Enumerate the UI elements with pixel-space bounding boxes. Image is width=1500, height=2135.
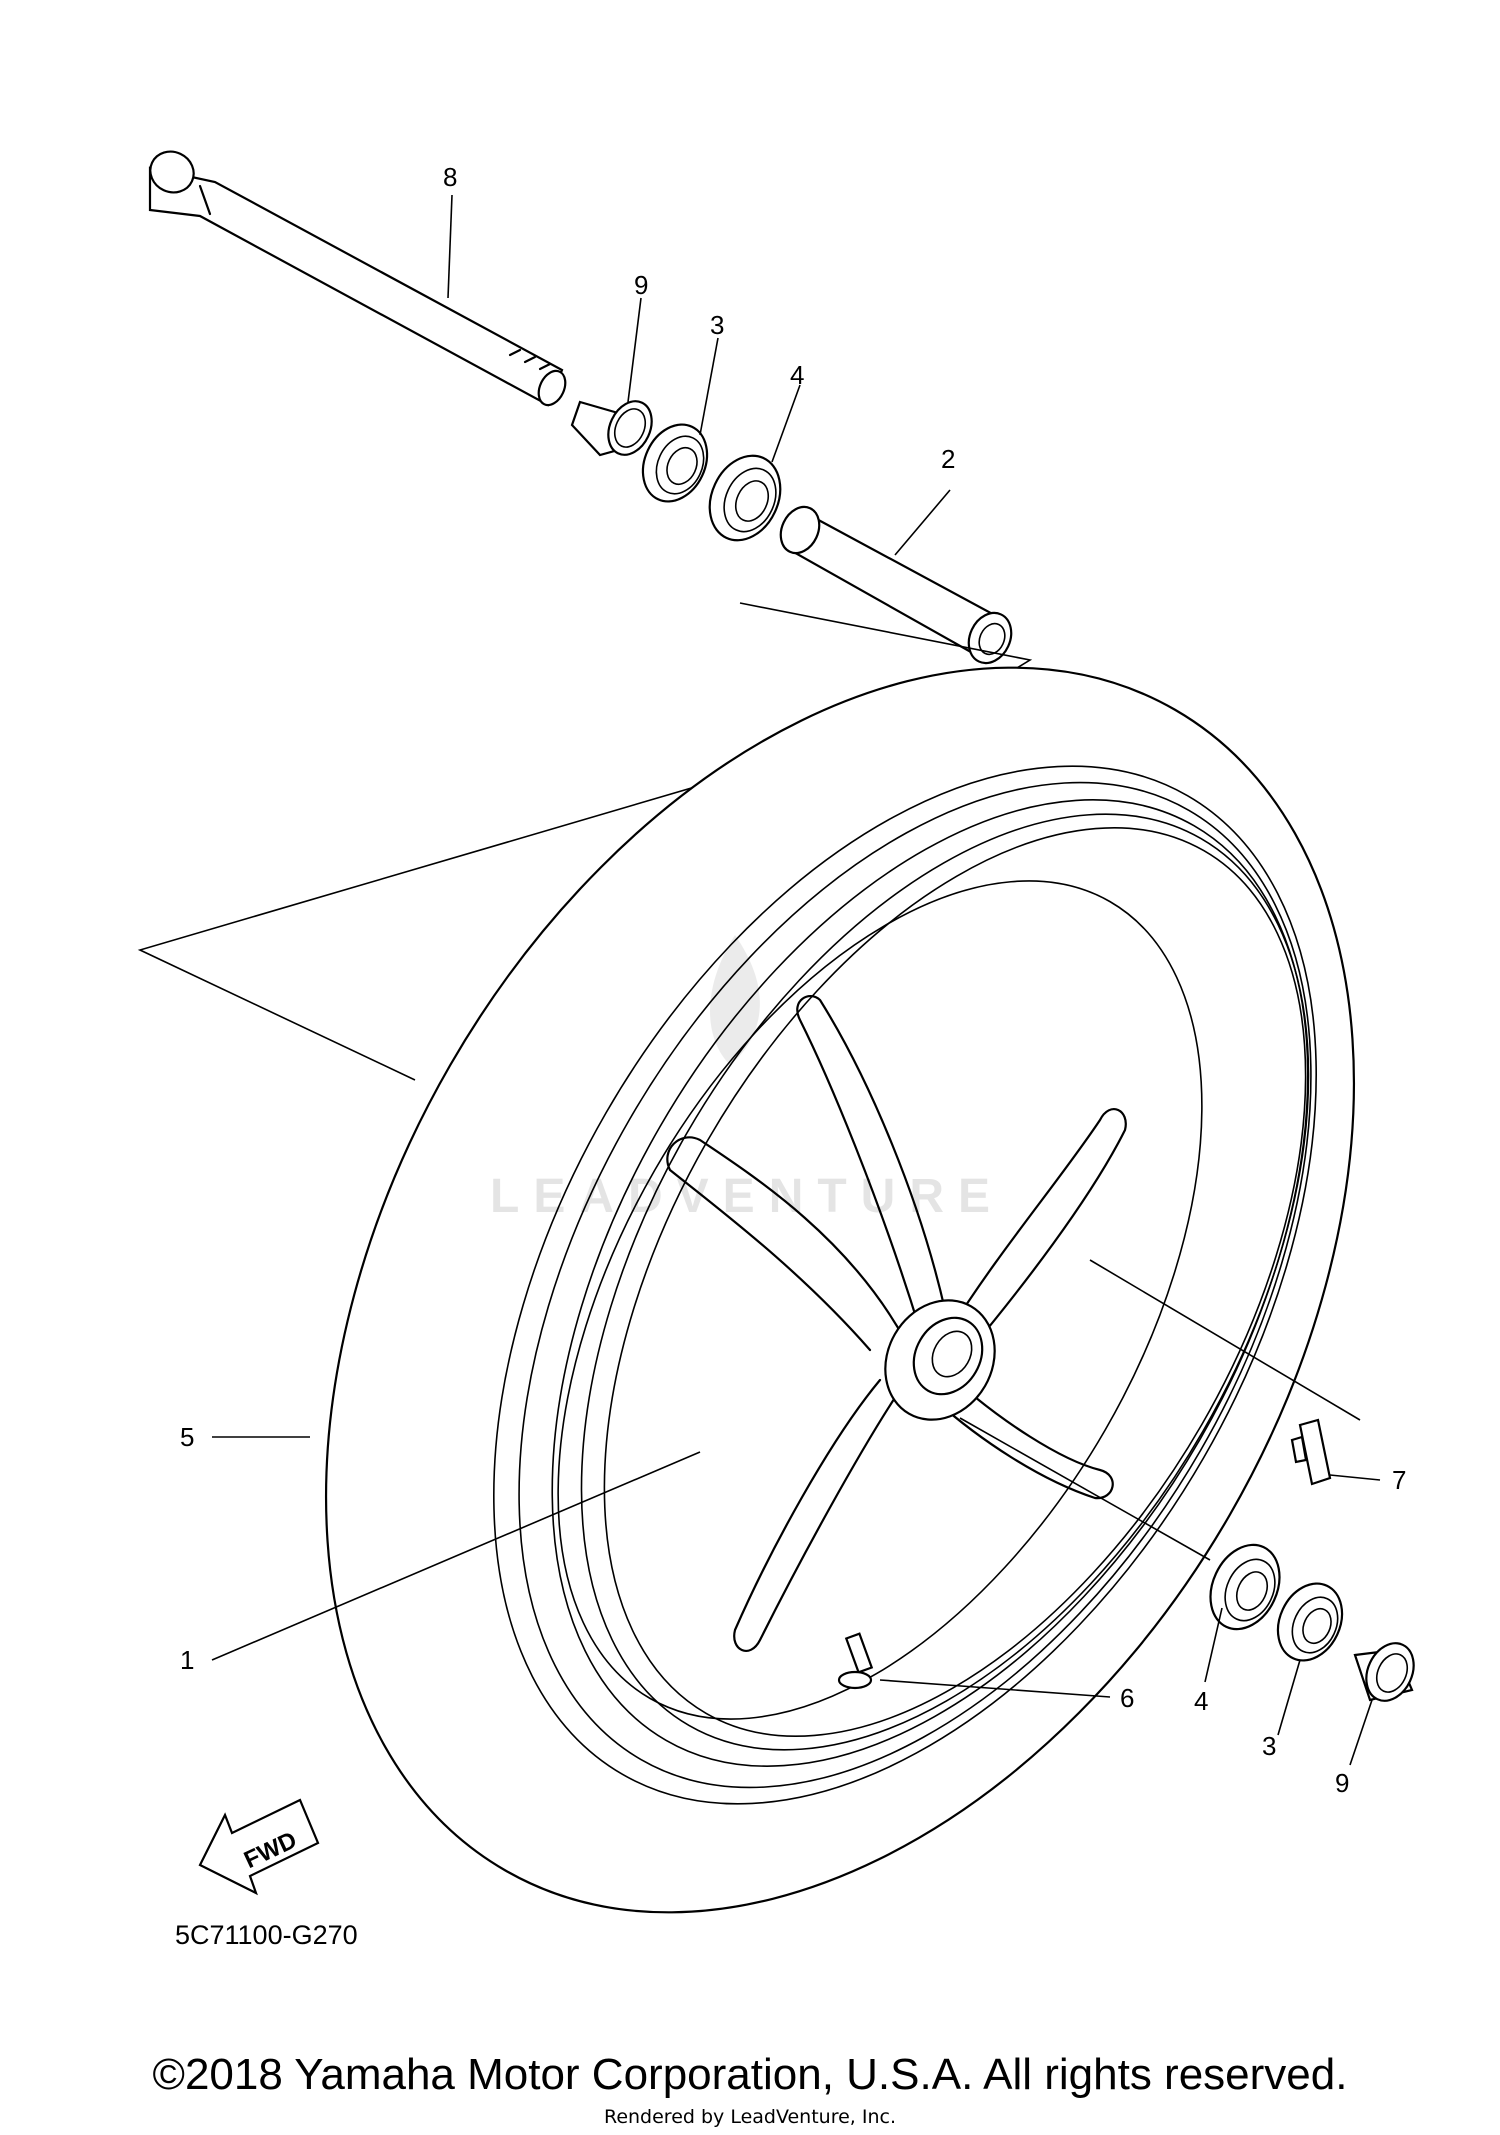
tire-valve[interactable] <box>837 1632 874 1690</box>
callout-3-top: 3 <box>710 310 724 340</box>
watermark-text: LEADVENTURE <box>490 1170 1004 1223</box>
callout-9-top: 9 <box>634 270 648 300</box>
spacer-collar[interactable] <box>774 501 1020 670</box>
fwd-arrow-icon: FWD <box>198 1798 320 1896</box>
leader-lines <box>211 194 1381 1766</box>
callout-6: 6 <box>1120 1683 1134 1713</box>
callout-4-top: 4 <box>790 360 804 390</box>
bearing-top[interactable] <box>631 414 719 512</box>
front-axle[interactable] <box>144 145 571 410</box>
oil-seal-bottom[interactable] <box>1197 1534 1292 1641</box>
callout-2: 2 <box>941 444 955 474</box>
leadventure-watermark: LEADVENTURE <box>490 935 1004 1223</box>
callout-1: 1 <box>180 1645 194 1675</box>
oil-seal-top[interactable] <box>696 444 793 552</box>
callout-3-bottom: 3 <box>1262 1731 1276 1761</box>
rendered-by-note: Rendered by LeadVenture, Inc. <box>603 2106 897 2128</box>
balance-weight[interactable] <box>1290 1418 1332 1486</box>
callout-5: 5 <box>180 1422 194 1452</box>
callout-9-bottom: 9 <box>1335 1768 1349 1798</box>
front-tire[interactable] <box>115 485 1500 2095</box>
copyright-footer: ©2018 Yamaha Motor Corporation, U.S.A. A… <box>152 2050 1348 2099</box>
front-wheel[interactable] <box>324 623 1487 1947</box>
collar-top[interactable] <box>570 394 660 462</box>
bearing-bottom[interactable] <box>1266 1573 1354 1671</box>
callout-7: 7 <box>1392 1465 1406 1495</box>
collar-bottom[interactable] <box>1353 1636 1423 1709</box>
callout-8: 8 <box>443 162 457 192</box>
diagram-code: 5C71100-G270 <box>175 1920 358 1950</box>
callout-4-bottom: 4 <box>1194 1686 1208 1716</box>
